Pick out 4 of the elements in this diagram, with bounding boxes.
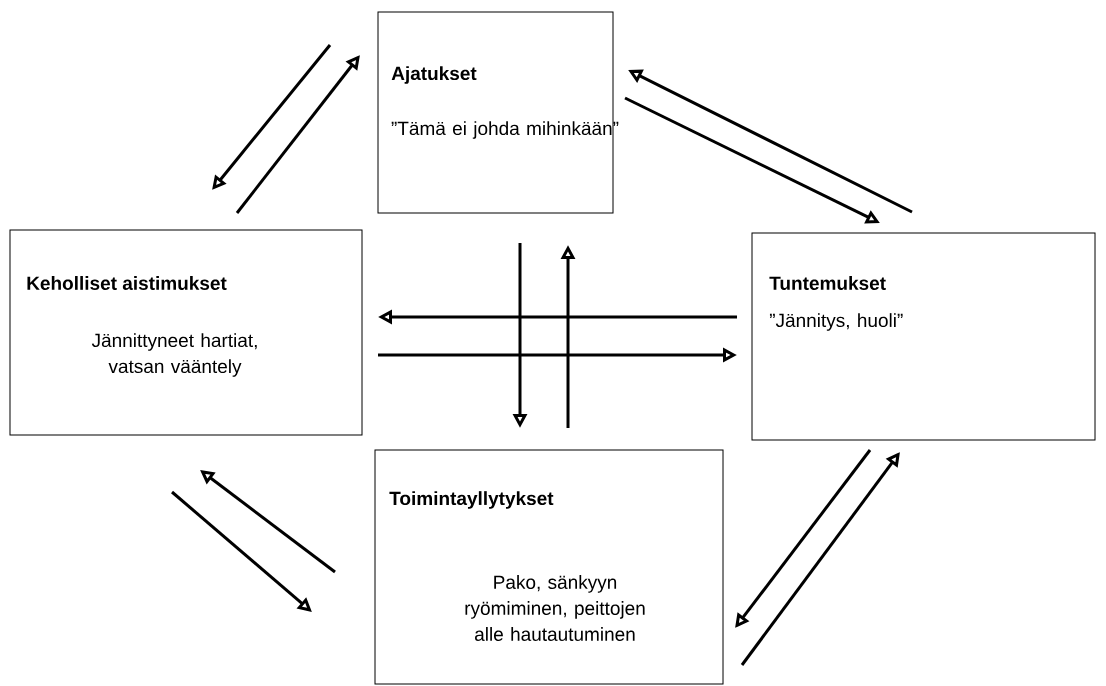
- text-box: Keholliset aistimukset Jännittyneet hartiat, vatsan vääntely: [9, 229, 363, 436]
- text-box: Tuntemukset ”Jännitys, huoli”: [751, 232, 1096, 441]
- text-box: Toimintayllytykset Pako, sänkyyn ryömiminen, peittojen alle hautautuminen: [374, 449, 724, 685]
- text-box: Ajatukset ”Tämä ei johda mihinkään”: [377, 11, 619, 214]
